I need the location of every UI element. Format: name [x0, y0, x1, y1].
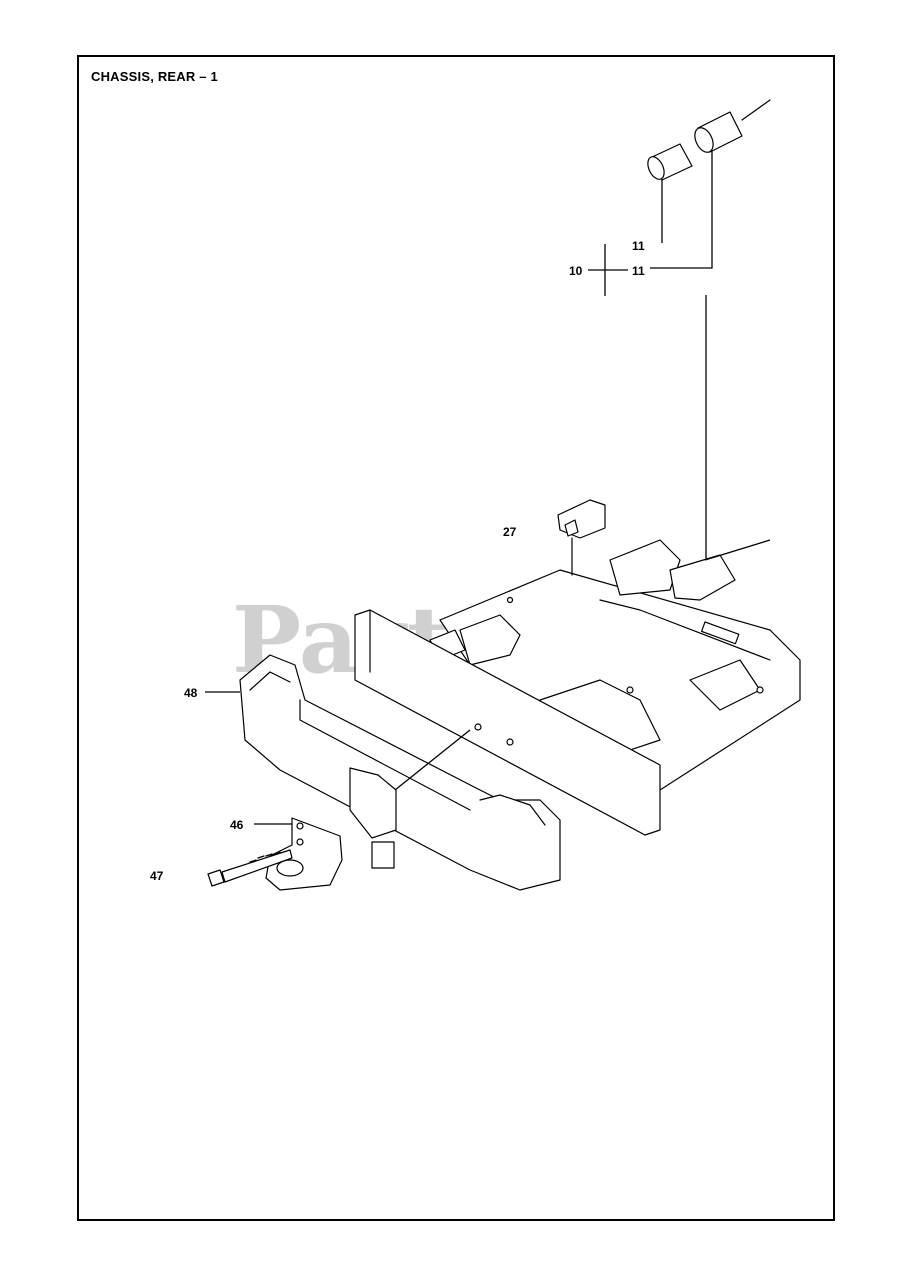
- callout-46: 46: [230, 818, 244, 832]
- callout-11-lower: 11: [632, 264, 645, 278]
- leader-shaft-end: [704, 539, 771, 561]
- callout-11-upper: 11: [632, 239, 645, 253]
- callout-27: 27: [503, 525, 517, 539]
- bracket-27: [557, 499, 606, 576]
- bolt-47: [207, 849, 293, 887]
- callout-48: 48: [184, 686, 198, 700]
- hitch-plate-46: [265, 817, 343, 891]
- bushing-11-upper: [647, 143, 693, 181]
- rear-bumper-48: [239, 654, 561, 891]
- leader-11-lower: [650, 150, 713, 269]
- callout-47: 47: [150, 869, 164, 883]
- diagram-frame: [77, 55, 835, 1221]
- diagram-title: CHASSIS, REAR – 1: [91, 69, 218, 84]
- callout-10: 10: [569, 264, 583, 278]
- rear-crossbar: [354, 609, 661, 836]
- bushing-11-lower: [694, 99, 771, 153]
- leader-hitch-hole: [394, 729, 471, 791]
- hitch-tube: [349, 767, 397, 869]
